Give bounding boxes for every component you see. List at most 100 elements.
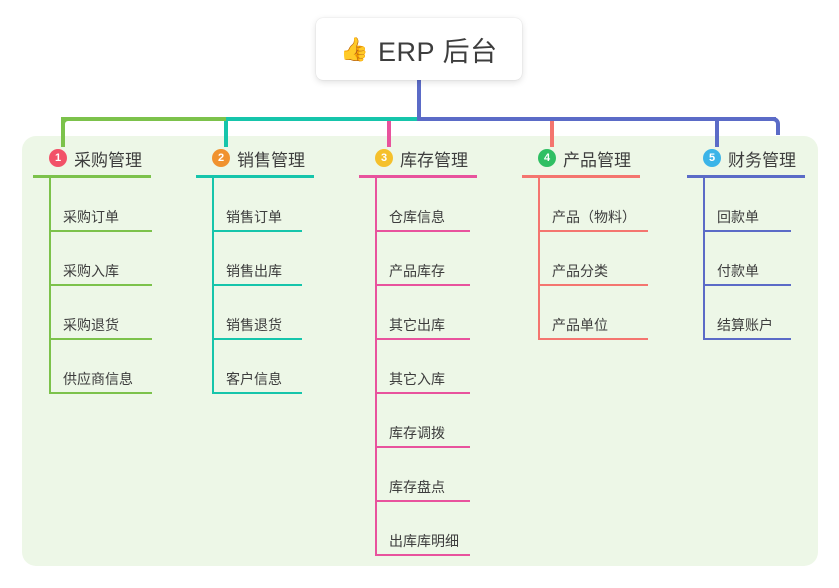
- leaf-item[interactable]: 采购入库: [49, 232, 183, 286]
- leaf-item[interactable]: 回款单: [703, 178, 815, 232]
- leaf-item[interactable]: 结算账户: [703, 286, 815, 340]
- leaf-item-label: 产品分类: [552, 263, 608, 279]
- leaf-item-label: 采购入库: [63, 263, 119, 279]
- leaf-underline: [375, 338, 470, 340]
- branch-header-2[interactable]: 2 销售管理: [196, 146, 346, 170]
- branch-underline-4: [522, 175, 640, 178]
- thumbs-up-icon: 👍: [340, 35, 370, 62]
- branches-panel: [22, 136, 818, 566]
- branch-badge-5: 5: [703, 149, 721, 167]
- drop-connector-1: [61, 121, 65, 147]
- leaf-item[interactable]: 库存盘点: [375, 448, 509, 502]
- branch-underline-3: [359, 175, 477, 178]
- leaf-spine: [375, 178, 377, 556]
- branch-header-1[interactable]: 1 采购管理: [33, 146, 183, 170]
- drop-connector-5: [715, 121, 719, 147]
- leaf-underline: [212, 284, 302, 286]
- leaf-underline: [212, 230, 302, 232]
- leaf-underline: [375, 284, 470, 286]
- branch-badge-4: 4: [538, 149, 556, 167]
- leaf-item-label: 其它入库: [389, 371, 445, 387]
- root-title-card[interactable]: 👍 ERP 后台: [316, 18, 522, 80]
- leaf-item[interactable]: 销售订单: [212, 178, 346, 232]
- branch-title-label: 财务管理: [728, 150, 796, 170]
- leaf-item-label: 出库库明细: [389, 533, 459, 549]
- branch-underline-5: [687, 175, 805, 178]
- leaf-underline: [538, 230, 648, 232]
- leaf-item-label: 其它出库: [389, 317, 445, 333]
- leaf-item-label: 客户信息: [226, 371, 282, 387]
- branch-underline-1: [33, 175, 151, 178]
- leaf-spine: [703, 178, 705, 340]
- leaf-list: 销售订单销售出库销售退货客户信息: [196, 178, 346, 394]
- branch-badge-3: 3: [375, 149, 393, 167]
- branch-header-4[interactable]: 4 产品管理: [522, 146, 672, 170]
- leaf-item[interactable]: 付款单: [703, 232, 815, 286]
- branch-title-label: 销售管理: [237, 150, 305, 170]
- drop-connector-3: [387, 121, 391, 147]
- leaf-item[interactable]: 产品单位: [538, 286, 672, 340]
- leaf-item[interactable]: 产品（物料）: [538, 178, 672, 232]
- leaf-item-label: 销售出库: [226, 263, 282, 279]
- branch-column-3: 3 库存管理仓库信息产品库存其它出库其它入库库存调拨库存盘点出库库明细: [359, 146, 509, 556]
- branch-badge-2: 2: [212, 149, 230, 167]
- leaf-item-label: 结算账户: [717, 317, 773, 333]
- leaf-underline: [49, 284, 152, 286]
- leaf-item-label: 产品库存: [389, 263, 445, 279]
- leaf-spine: [49, 178, 51, 394]
- branch-title-label: 库存管理: [400, 150, 468, 170]
- leaf-underline: [212, 338, 302, 340]
- leaf-item-label: 库存调拨: [389, 425, 445, 441]
- branch-underline-2: [196, 175, 314, 178]
- leaf-underline: [49, 338, 152, 340]
- leaf-item[interactable]: 库存调拨: [375, 394, 509, 448]
- leaf-item[interactable]: 其它入库: [375, 340, 509, 394]
- leaf-underline: [49, 230, 152, 232]
- leaf-item[interactable]: 仓库信息: [375, 178, 509, 232]
- leaf-item-label: 产品（物料）: [552, 209, 636, 225]
- branch-title-label: 产品管理: [563, 150, 631, 170]
- leaf-item[interactable]: 出库库明细: [375, 502, 509, 556]
- leaf-list: 回款单付款单结算账户: [687, 178, 815, 340]
- leaf-item[interactable]: 供应商信息: [49, 340, 183, 394]
- leaf-item-label: 供应商信息: [63, 371, 133, 387]
- leaf-item-label: 产品单位: [552, 317, 608, 333]
- leaf-underline: [375, 392, 470, 394]
- leaf-underline: [703, 284, 791, 286]
- leaf-item-label: 采购订单: [63, 209, 119, 225]
- bus-segment-teal: [226, 117, 419, 121]
- branch-header-5[interactable]: 5 财务管理: [687, 146, 815, 170]
- leaf-underline: [49, 392, 152, 394]
- leaf-item[interactable]: 其它出库: [375, 286, 509, 340]
- leaf-list: 仓库信息产品库存其它出库其它入库库存调拨库存盘点出库库明细: [359, 178, 509, 556]
- branch-column-4: 4 产品管理产品（物料） 产品分类产品单位: [522, 146, 672, 340]
- leaf-item[interactable]: 产品库存: [375, 232, 509, 286]
- leaf-item-label: 采购退货: [63, 317, 119, 333]
- branch-header-3[interactable]: 3 库存管理: [359, 146, 509, 170]
- bus-cap-right: [762, 117, 780, 135]
- bus-segment-green: [61, 117, 228, 121]
- drop-connector-4: [550, 121, 554, 147]
- leaf-item[interactable]: 产品分类: [538, 232, 672, 286]
- branch-badge-1: 1: [49, 149, 67, 167]
- leaf-item[interactable]: 客户信息: [212, 340, 346, 394]
- branch-title-label: 采购管理: [74, 150, 142, 170]
- leaf-item[interactable]: 采购订单: [49, 178, 183, 232]
- leaf-item-label: 销售订单: [226, 209, 282, 225]
- leaf-item[interactable]: 销售出库: [212, 232, 346, 286]
- leaf-item-label: 仓库信息: [389, 209, 445, 225]
- branch-column-1: 1 采购管理采购订单采购入库采购退货供应商信息: [33, 146, 183, 394]
- leaf-item[interactable]: 采购退货: [49, 286, 183, 340]
- leaf-underline: [212, 392, 302, 394]
- leaf-underline: [375, 446, 470, 448]
- leaf-spine: [212, 178, 214, 394]
- leaf-list: 产品（物料） 产品分类产品单位: [522, 178, 672, 340]
- leaf-item[interactable]: 销售退货: [212, 286, 346, 340]
- leaf-item-label: 库存盘点: [389, 479, 445, 495]
- branch-column-2: 2 销售管理销售订单销售出库销售退货客户信息: [196, 146, 346, 394]
- leaf-item-label: 销售退货: [226, 317, 282, 333]
- bus-segment-blue: [417, 117, 776, 121]
- title-stem-connector: [417, 80, 421, 119]
- branch-column-5: 5 财务管理回款单付款单结算账户: [687, 146, 815, 340]
